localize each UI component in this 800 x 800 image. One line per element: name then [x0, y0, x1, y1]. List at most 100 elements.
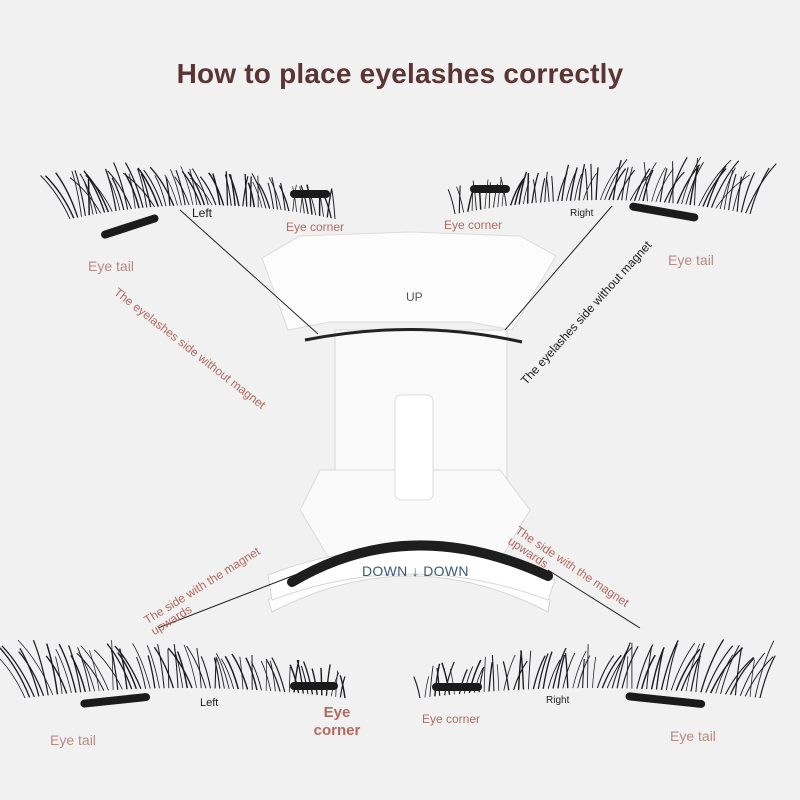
lash-fiber [740, 172, 756, 213]
magnet-segment [470, 185, 510, 193]
lash-fiber [472, 180, 477, 211]
lash-fiber [759, 655, 776, 699]
lash-fiber [220, 658, 235, 690]
lash-fiber [700, 639, 725, 693]
lash-fiber [642, 169, 654, 202]
lash-fiber [488, 182, 491, 209]
lash-fiber [189, 168, 198, 206]
lash-fiber [300, 665, 309, 694]
lash-fiber [71, 170, 82, 217]
lash-fiber [69, 177, 102, 214]
lash-fiber [665, 643, 678, 691]
lash-fiber [456, 186, 464, 213]
lash-fiber [143, 169, 163, 207]
lash-fiber [110, 649, 119, 690]
lash-fiber [582, 658, 585, 689]
lash-fiber [728, 174, 737, 211]
lash-fiber [520, 650, 525, 690]
lash-fiber [170, 169, 182, 206]
lash-fiber [311, 668, 318, 695]
lash-fiber [271, 657, 286, 693]
lash-strip-bottom-right [413, 639, 776, 708]
lash-fiber [173, 644, 179, 689]
lash-fiber [167, 647, 193, 689]
bottom-left-corner-label: Eye corner [312, 704, 362, 740]
lash-fiber [225, 171, 229, 206]
lash-fiber [509, 178, 525, 206]
lash-fiber [149, 166, 175, 206]
lash-fiber [638, 162, 657, 201]
lash-fiber [0, 647, 31, 698]
magnet-segment [432, 683, 482, 691]
lash-fiber [739, 652, 766, 696]
lash-fiber [114, 645, 142, 690]
lash-fiber [74, 170, 86, 216]
lash-fiber [626, 656, 629, 689]
lash-fiber [18, 651, 45, 697]
top-left-side-label: Left [192, 206, 213, 220]
lash-fiber [719, 167, 736, 209]
lash-fiber [200, 656, 212, 689]
lash-fiber [339, 675, 346, 699]
lash-fiber [46, 643, 59, 695]
top-right-tail-label: Eye tail [668, 252, 714, 268]
lash-fiber [93, 649, 123, 690]
lash-fiber [706, 164, 727, 208]
lash-fiber [595, 167, 599, 201]
lash-fiber [544, 171, 548, 203]
lash-fiber [621, 167, 629, 201]
lash-fiber [154, 175, 167, 207]
lash-fiber [526, 173, 530, 204]
lash-fiber [643, 161, 648, 202]
lash-fiber [572, 650, 587, 689]
bottom-right-tail-label: Eye tail [670, 728, 716, 744]
lash-fiber [107, 170, 132, 210]
lash-fiber [444, 661, 455, 696]
lash-fiber [449, 669, 455, 695]
lash-fiber [434, 663, 441, 697]
lash-fiber [569, 167, 578, 201]
lash-fiber [503, 654, 516, 691]
lash-fiber [78, 651, 96, 692]
lash-fiber [441, 662, 451, 695]
lash-fiber [659, 168, 668, 203]
lash-fiber [557, 654, 566, 689]
lash-fiber [736, 176, 743, 212]
lash-fiber [58, 643, 77, 693]
lash-fiber [300, 185, 309, 214]
lash-fiber [306, 186, 317, 216]
lash-fiber [587, 644, 589, 689]
lash-fiber [447, 189, 456, 215]
lash-fiber [251, 662, 262, 691]
lash-fiber [173, 648, 184, 689]
lash-fiber [83, 170, 106, 213]
lash-fiber [0, 658, 26, 699]
lash-fiber [606, 646, 633, 689]
lash-fiber [85, 175, 113, 212]
lash-fiber [562, 652, 576, 689]
lash-fiber [502, 661, 510, 691]
lash-fiber [710, 160, 740, 208]
lash-fiber [537, 653, 549, 690]
lash-fiber [180, 166, 194, 206]
pointer-line-top-right [504, 205, 613, 331]
lash-fiber [621, 646, 639, 689]
lash-fiber [496, 664, 500, 691]
magnet-segment [625, 692, 706, 708]
lash-fiber [106, 643, 133, 690]
lash-fiber [146, 645, 160, 689]
lash-fiber [122, 172, 155, 208]
lash-fiber [213, 657, 221, 689]
lash-fiber [458, 185, 461, 214]
lash-fiber [104, 168, 117, 212]
top-left-corner-label: Eye corner [286, 220, 345, 234]
lash-fiber [497, 179, 502, 208]
lash-fiber [633, 168, 651, 201]
lash-fiber [640, 654, 656, 690]
lash-fiber [289, 664, 300, 694]
lash-fiber [231, 653, 249, 690]
lash-fiber [655, 648, 665, 690]
lash-fiber [616, 642, 631, 689]
lash-fiber [629, 171, 653, 201]
